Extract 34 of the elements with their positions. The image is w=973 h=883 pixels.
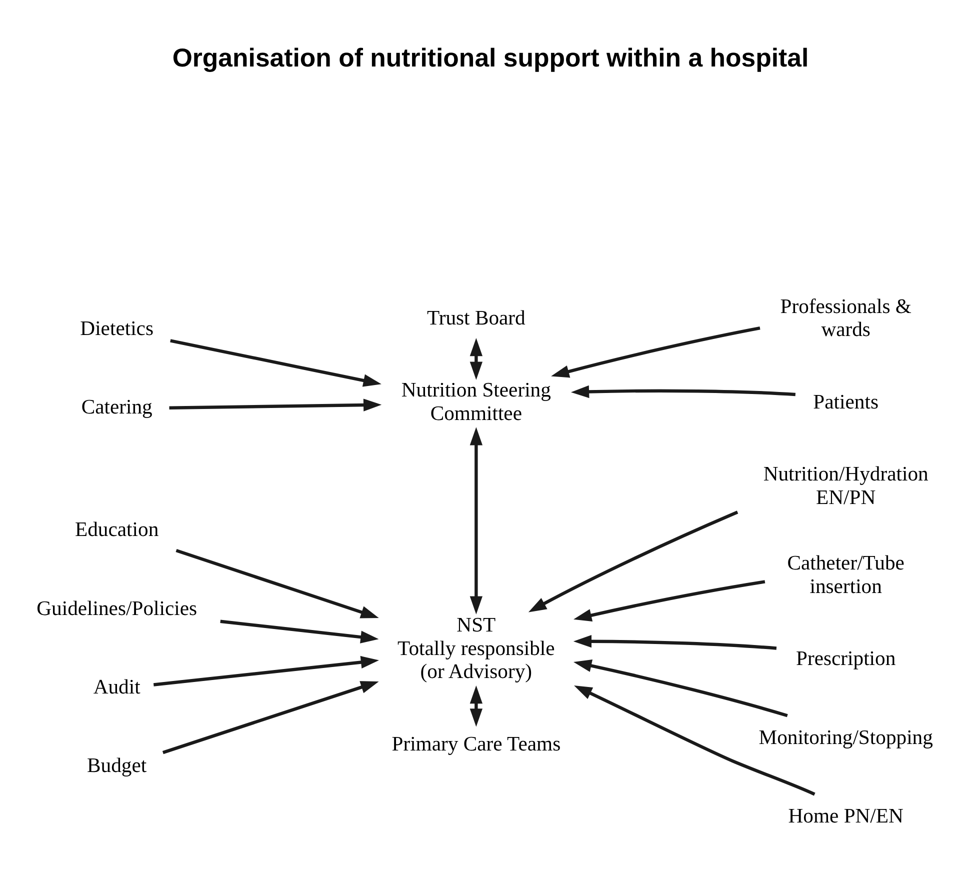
node-text: Prescription: [796, 648, 896, 670]
arrow: [176, 548, 379, 618]
node-text: Nutrition Steering Committee: [401, 380, 551, 425]
node-text: NST Totally responsible (or Advisory): [398, 614, 555, 684]
arrow: [162, 681, 379, 754]
node-text: Patients: [813, 391, 878, 414]
arrow: [470, 427, 483, 614]
arrow: [220, 620, 379, 644]
arrow: [470, 338, 483, 380]
arrow: [470, 685, 483, 727]
arrow: [570, 385, 796, 398]
node-text: Budget: [87, 755, 147, 778]
arrow: [574, 685, 816, 796]
node-text: Monitoring/Stopping: [758, 726, 933, 749]
node-text: Trust Board: [426, 307, 526, 330]
node-text: Dietetics: [80, 318, 154, 340]
arrow: [170, 339, 382, 387]
arrow: [574, 580, 766, 622]
node-text: Guidelines/Policies: [36, 598, 198, 620]
node-text: Education: [75, 519, 159, 542]
arrow: [528, 510, 738, 612]
node-text: Catering: [81, 396, 152, 418]
node-text: Home PN/EN: [788, 806, 904, 828]
arrow: [573, 635, 777, 650]
diagram-title: Organisation of nutritional support within a hospital: [172, 44, 809, 73]
node-text: Nutrition/Hydration EN/PN: [763, 464, 928, 509]
node-text: Primary Care Teams: [392, 733, 561, 756]
node-text: Catheter/Tube insertion: [787, 552, 904, 598]
arrow: [551, 326, 760, 378]
node-text: Audit: [93, 676, 140, 698]
arrow: [153, 656, 379, 686]
arrow: [169, 398, 382, 412]
node-text: Professionals & wards: [780, 296, 912, 342]
arrow: [574, 660, 788, 718]
